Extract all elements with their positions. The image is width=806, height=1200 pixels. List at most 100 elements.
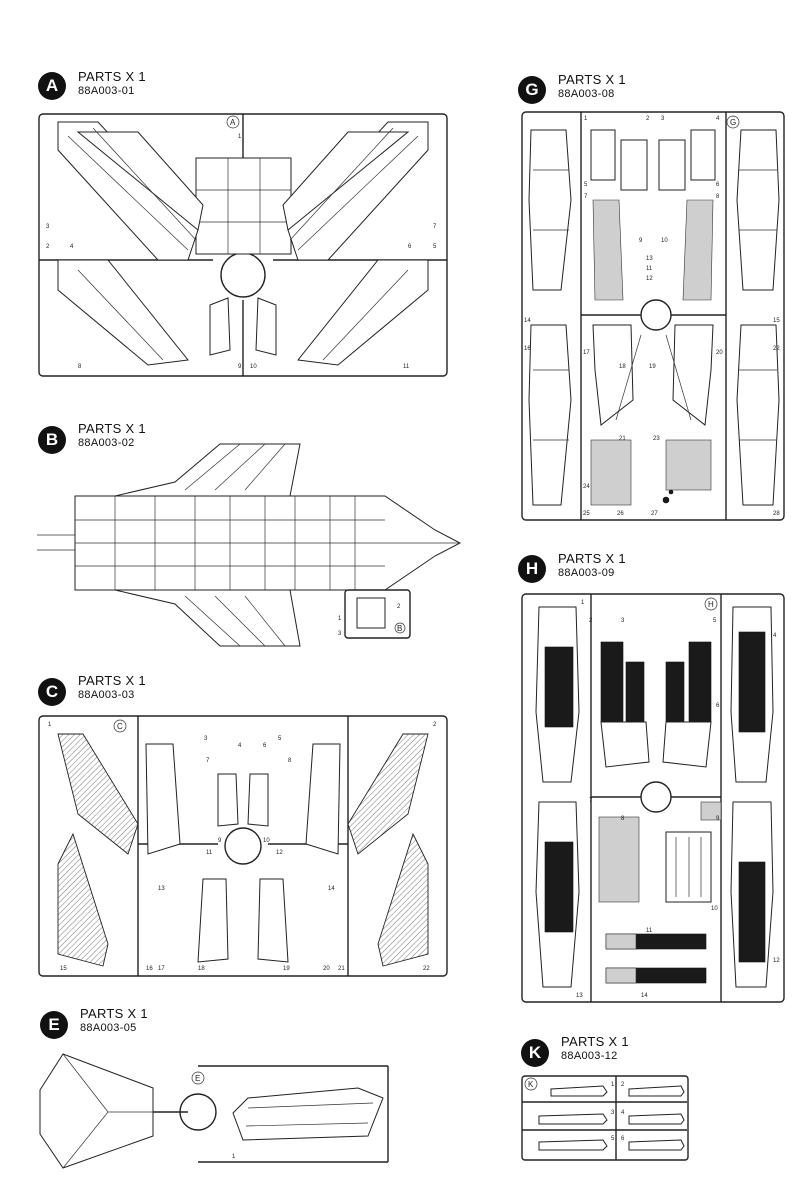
svg-text:13: 13: [646, 256, 653, 262]
sheet-e-letter-badge: E: [40, 1011, 68, 1039]
sheet-e-code: 88A003-05: [80, 1022, 137, 1034]
sheet-h-title: PARTS X 1: [558, 551, 626, 566]
sheet-k-letter-badge: K: [521, 1039, 549, 1067]
svg-text:28: 28: [773, 511, 780, 517]
sheet-c-code: 88A003-03: [78, 689, 135, 701]
sheet-c-title: PARTS X 1: [78, 673, 146, 688]
svg-text:17: 17: [583, 350, 590, 356]
svg-text:6: 6: [716, 703, 720, 709]
svg-text:1: 1: [584, 116, 588, 122]
svg-text:10: 10: [263, 838, 270, 844]
svg-text:20: 20: [716, 350, 723, 356]
svg-text:5: 5: [713, 618, 717, 624]
svg-text:3: 3: [46, 224, 50, 230]
svg-text:25: 25: [583, 511, 590, 517]
svg-text:2: 2: [397, 604, 401, 610]
svg-text:1: 1: [338, 616, 342, 622]
sprue-e-diagram: E 1: [39, 1053, 389, 1169]
svg-text:H: H: [708, 600, 714, 609]
svg-text:6: 6: [716, 182, 720, 188]
svg-text:15: 15: [773, 318, 780, 324]
svg-text:14: 14: [641, 993, 648, 999]
svg-text:E: E: [195, 1074, 200, 1083]
sheet-a-code: 88A003-01: [78, 85, 135, 97]
svg-text:10: 10: [250, 364, 257, 370]
svg-text:16: 16: [524, 346, 531, 352]
svg-text:12: 12: [646, 276, 653, 282]
sheet-b-code: 88A003-02: [78, 437, 135, 449]
svg-text:21: 21: [619, 436, 626, 442]
svg-text:3: 3: [661, 116, 665, 122]
svg-text:C: C: [117, 722, 123, 731]
svg-text:8: 8: [78, 364, 82, 370]
svg-text:18: 18: [198, 966, 205, 972]
svg-text:K: K: [528, 1080, 534, 1089]
svg-text:1: 1: [238, 134, 242, 140]
sheet-g-title: PARTS X 1: [558, 72, 626, 87]
svg-text:5: 5: [584, 182, 588, 188]
svg-text:22: 22: [773, 346, 780, 352]
svg-text:11: 11: [206, 850, 213, 856]
svg-text:4: 4: [70, 244, 74, 250]
svg-text:4: 4: [238, 743, 242, 749]
svg-text:5: 5: [433, 244, 437, 250]
sprue-b-diagram: B 1 3 2: [37, 443, 462, 647]
sheet-k-title: PARTS X 1: [561, 1034, 629, 1049]
svg-text:10: 10: [661, 238, 668, 244]
svg-text:10: 10: [711, 906, 718, 912]
svg-text:16: 16: [146, 966, 153, 972]
svg-text:4: 4: [773, 633, 777, 639]
svg-text:12: 12: [276, 850, 283, 856]
svg-text:6: 6: [621, 1136, 625, 1142]
svg-text:B: B: [397, 624, 402, 633]
svg-text:3: 3: [611, 1110, 615, 1116]
svg-text:3: 3: [338, 631, 342, 637]
svg-text:18: 18: [619, 364, 626, 370]
sheet-g-letter-badge: G: [518, 76, 546, 104]
svg-text:8: 8: [621, 816, 625, 822]
svg-text:2: 2: [433, 722, 437, 728]
sheet-a-letter-badge: A: [38, 72, 66, 100]
svg-text:3: 3: [621, 618, 625, 624]
svg-text:2: 2: [646, 116, 650, 122]
svg-text:8: 8: [288, 758, 292, 764]
sheet-k-code: 88A003-12: [561, 1050, 618, 1062]
sheet-h-letter-badge: H: [518, 555, 546, 583]
svg-text:1: 1: [48, 722, 52, 728]
svg-text:5: 5: [611, 1136, 615, 1142]
svg-text:11: 11: [403, 364, 410, 370]
svg-text:9: 9: [238, 364, 242, 370]
svg-text:23: 23: [653, 436, 660, 442]
sheet-c-letter-badge: C: [38, 678, 66, 706]
svg-text:24: 24: [583, 484, 590, 490]
svg-text:20: 20: [323, 966, 330, 972]
svg-text:13: 13: [576, 993, 583, 999]
svg-text:7: 7: [206, 758, 210, 764]
svg-text:G: G: [730, 118, 736, 127]
svg-text:6: 6: [408, 244, 412, 250]
svg-text:4: 4: [621, 1110, 625, 1116]
svg-text:A: A: [230, 118, 236, 127]
svg-text:6: 6: [263, 743, 267, 749]
sheet-b-letter-badge: B: [38, 426, 66, 454]
svg-text:2: 2: [621, 1082, 625, 1088]
sheet-e-title: PARTS X 1: [80, 1006, 148, 1021]
svg-text:15: 15: [60, 966, 67, 972]
svg-text:2: 2: [46, 244, 50, 250]
svg-text:11: 11: [646, 928, 653, 934]
svg-text:14: 14: [524, 318, 531, 324]
svg-text:21: 21: [338, 966, 345, 972]
svg-text:11: 11: [646, 266, 653, 272]
sheet-h-code: 88A003-09: [558, 567, 615, 579]
svg-text:1: 1: [611, 1082, 615, 1088]
svg-text:2: 2: [589, 618, 593, 624]
svg-text:7: 7: [433, 224, 437, 230]
svg-text:8: 8: [716, 194, 720, 200]
svg-text:19: 19: [283, 966, 290, 972]
svg-text:27: 27: [651, 511, 658, 517]
sprue-a-diagram: A 1 3 4 6 7 8 9 10 11 5 2: [38, 113, 448, 377]
